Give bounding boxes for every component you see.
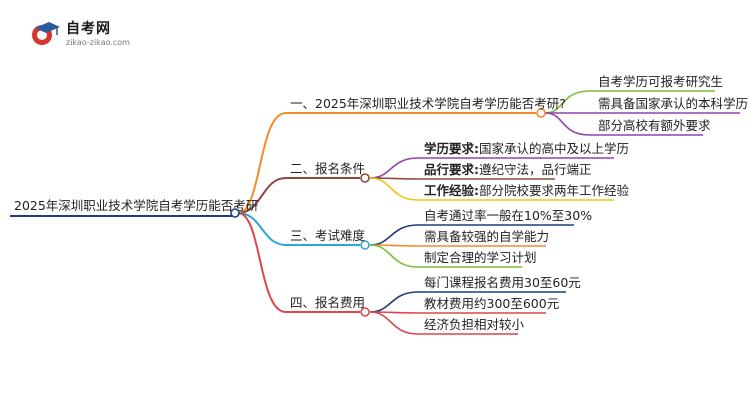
connector-branch-3 [237,212,287,246]
branch-4-node [360,307,370,317]
branch-2-node [360,173,370,183]
connector-branch-2 [237,177,287,214]
branch-4-item-3: 经济负担相对较小 [424,317,525,332]
branch-4-item-2: 教材费用约300至600元 [424,296,560,311]
connector-branch-4 [237,212,287,313]
branch-1-label: 一、2025年深圳职业技术学院自考学历能否考研? [290,96,566,111]
branch-1-item-3: 部分高校有额外要求 [598,118,711,133]
branch-1-item-2: 需具备国家承认的本科学历 [598,96,749,111]
logo-name: 自考网 [66,21,111,37]
graduation-cap-icon [32,22,60,45]
branch-3-item-1: 自考通过率一般在10%至30% [424,208,593,223]
item-key: 品行要求: [424,162,479,177]
branch-3-label: 三、考试难度 [290,228,366,243]
branch-2-item-3: 工作经验:部分院校要求两年工作经验 [424,183,629,199]
branch-4-item-1: 每门课程报名费用30至60元 [424,275,581,290]
branch-4-label: 四、报名费用 [290,295,366,310]
branch-3-item-3: 制定合理的学习计划 [424,250,537,265]
branch-2-label: 二、报名条件 [290,161,366,176]
branch-1-item-1: 自考学历可报考研究生 [598,74,724,89]
branch-2-item-1: 学历要求:国家承认的高中及以上学历 [424,141,629,157]
item-key: 学历要求: [424,141,479,156]
branch-3-item-2: 需具备较强的自学能力 [424,229,550,244]
logo-url: zikao-zikao.com [66,38,130,47]
item-key: 工作经验: [424,183,479,198]
item-value: 国家承认的高中及以上学历 [479,141,630,156]
branch-3-node [360,240,370,250]
root-topic: 2025年深圳职业技术学院自考学历能否考研 [14,198,259,213]
branch-1-node [536,108,546,118]
site-logo[interactable]: 自考网 zikao-zikao.com [29,18,139,52]
item-value: 遵纪守法，品行端正 [479,162,592,177]
item-value: 部分院校要求两年工作经验 [479,183,630,198]
root-node [230,208,240,218]
branch-2-item-2: 品行要求:遵纪守法，品行端正 [424,162,592,178]
connector-branch-1 [237,112,287,214]
